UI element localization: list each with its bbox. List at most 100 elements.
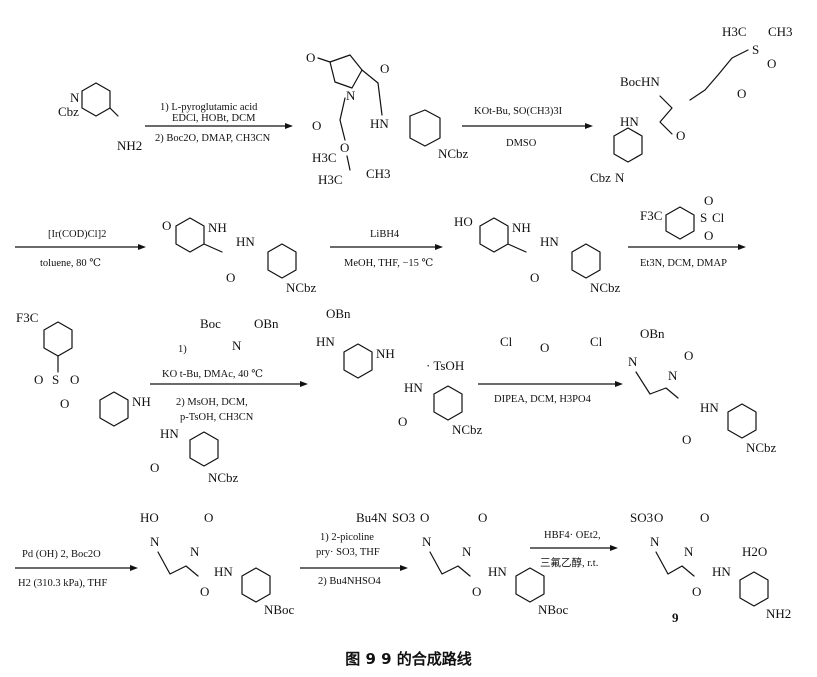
atom-label: N	[668, 368, 678, 383]
reagent-text: MeOH, THF, −15 ℃	[344, 258, 434, 269]
atom-label: S	[700, 210, 707, 225]
compound-number: 9	[672, 610, 679, 625]
atom-label: CH3	[768, 24, 793, 39]
atom-label: NH	[208, 220, 227, 235]
atom-label: SO3	[392, 510, 415, 525]
atom-label: O	[676, 128, 685, 143]
atom-label: O	[380, 61, 389, 76]
atom-label: S	[752, 42, 759, 57]
atom-label: HN	[404, 380, 423, 395]
atom-label: HN	[370, 116, 389, 131]
atom-label: OBn	[640, 326, 665, 341]
compound-amine-start: Cbz N NH2	[58, 82, 142, 153]
reaction-arrow-6: 1) Boc N OBn KO t-Bu, DMAc, 40 ℃ 2) MsOH…	[150, 316, 308, 423]
atom-label: N	[70, 90, 80, 105]
reagent-text: Pd (OH) 2, Boc2O	[22, 549, 101, 560]
atom-label: NH	[376, 346, 395, 361]
compound-oxyamine-salt: OBn HN NH · TsOH O HN NCbz	[316, 306, 483, 437]
reaction-arrow-8: Pd (OH) 2, Boc2O H2 (310.3 kPa), THF	[15, 549, 138, 589]
reagent-text: HBF4· OEt2,	[544, 530, 601, 541]
atom-label: NCbz	[590, 280, 621, 295]
atom-label: CH3	[366, 166, 391, 181]
reagent-text: pry· SO3, THF	[316, 547, 380, 558]
atom-label: S	[52, 372, 59, 387]
atom-label: O	[704, 193, 713, 208]
atom-label: HN	[700, 400, 719, 415]
atom-label: O	[340, 140, 349, 155]
atom-label: O	[684, 348, 693, 363]
atom-label: Cl	[500, 334, 513, 349]
atom-label: NCbz	[208, 470, 239, 485]
atom-label: H2O	[742, 544, 767, 559]
atom-label: NH	[512, 220, 531, 235]
atom-label: O	[692, 584, 701, 599]
atom-label: F3C	[640, 208, 662, 223]
atom-label: HN	[236, 234, 255, 249]
atom-label: N	[232, 338, 242, 353]
atom-label: N	[150, 534, 160, 549]
reagent-text: 1) L-pyroglutamic acid	[160, 102, 258, 113]
reagent-text: EDCl, HOBt, DCM	[172, 113, 256, 124]
atom-label: Bu4N	[356, 510, 388, 525]
compound-bicyclic-urea-oh: HO N O N O HN NBoc	[140, 510, 295, 617]
atom-label: O	[704, 228, 713, 243]
atom-label: O	[200, 584, 209, 599]
atom-label: H3C	[312, 150, 337, 165]
atom-label: O	[540, 340, 549, 355]
reagent-text: 1) 2-picoline	[320, 532, 374, 543]
atom-label: HO	[140, 510, 159, 525]
atom-label: O	[767, 56, 776, 71]
reaction-arrow-4: LiBH4 MeOH, THF, −15 ℃	[330, 229, 443, 269]
atom-label: O	[530, 270, 539, 285]
atom-label: HN	[540, 234, 559, 249]
atom-label: N	[615, 170, 625, 185]
reagent-text: 1)	[178, 344, 187, 355]
atom-label: O	[478, 510, 487, 525]
atom-label: HN	[316, 334, 335, 349]
atom-label: O	[398, 414, 407, 429]
reagent-text: p-TsOH, CH3CN	[180, 412, 254, 423]
atom-label: BocHN	[620, 74, 660, 89]
atom-label: N	[628, 354, 638, 369]
atom-label: N	[346, 88, 356, 103]
atom-label: OBn	[254, 316, 279, 331]
atom-label: N	[462, 544, 472, 559]
atom-label: Cbz	[58, 104, 79, 119]
atom-label: Cl	[712, 210, 725, 225]
atom-label: N	[190, 544, 200, 559]
atom-label: O	[162, 218, 171, 233]
reagent-text: KOt-Bu, SO(CH3)3I	[474, 106, 563, 117]
compound-sulfonate: F3C S O O O NH O HN NCbz	[16, 310, 239, 485]
compound-hydroxypiperidine: HO NH O HN NCbz	[454, 214, 621, 295]
atom-label: NH2	[117, 138, 142, 153]
reaction-arrow-2: KOt-Bu, SO(CH3)3I DMSO	[462, 106, 593, 149]
atom-label: HN	[488, 564, 507, 579]
atom-label: HN	[620, 114, 639, 129]
compound-bicyclic-urea-obn: OBn N O N O HN NCbz	[628, 326, 777, 455]
atom-label: O	[34, 372, 43, 387]
reagent-text: H2 (310.3 kPa), THF	[18, 578, 108, 589]
atom-label: O	[654, 510, 663, 525]
reagent-text: Et3N, DCM, DMAP	[640, 258, 727, 269]
reaction-arrow-3: [Ir(COD)Cl]2 toluene, 80 ℃	[15, 229, 146, 269]
figure-caption: 图 9 9 的合成路线	[345, 650, 472, 668]
atom-label: NH	[132, 394, 151, 409]
reagent-text: KO t-Bu, DMAc, 40 ℃	[162, 369, 263, 380]
reaction-arrow-7: Cl O Cl DIPEA, DCM, H3PO4	[478, 334, 623, 405]
atom-label: · TsOH	[426, 358, 464, 373]
reagent-text: 2) MsOH, DCM,	[176, 397, 248, 408]
atom-label: O	[312, 118, 321, 133]
compound-sulfate-salt: Bu4N SO3 O N O N O HN NBoc	[356, 510, 569, 617]
atom-label: N	[650, 534, 660, 549]
atom-label: O	[60, 396, 69, 411]
compound-sulfoxonium-ylide: H3C CH3 S O O BocHN O HN Cbz N	[590, 24, 793, 185]
atom-label: HN	[214, 564, 233, 579]
atom-label: NCbz	[286, 280, 317, 295]
atom-label: HO	[454, 214, 473, 229]
atom-label: NH2	[766, 606, 791, 621]
reagent-text: LiBH4	[370, 229, 400, 240]
reagent-text: DIPEA, DCM, H3PO4	[494, 394, 592, 405]
atom-label: O	[737, 86, 746, 101]
atom-label: NCbz	[438, 146, 469, 161]
